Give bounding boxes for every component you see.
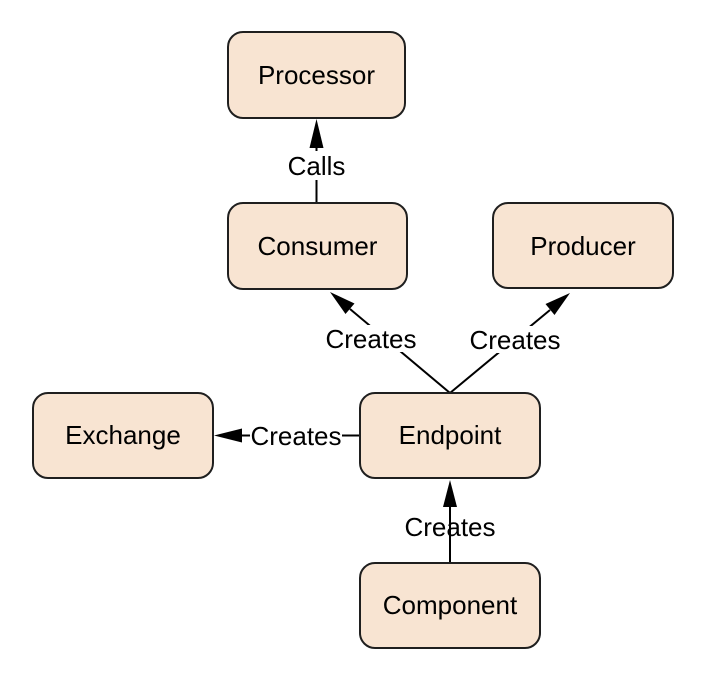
edge-consumer-calls-processor: Calls [283,119,350,203]
edge-label-calls: Calls [288,151,346,181]
edge-label-creates-producer: Creates [469,325,560,355]
node-endpoint-label: Endpoint [399,420,502,450]
node-component: Component [359,562,541,649]
edge-label-mask [283,151,350,180]
node-endpoint: Endpoint [359,392,541,479]
arrowhead-up-icon [443,480,457,507]
node-producer-label: Producer [530,231,636,261]
node-component-label: Component [383,590,518,620]
edge-endpoint-creates-producer: Creates [449,293,570,394]
edge-label-mask [325,325,417,352]
edge-label-creates-exchange: Creates [250,421,341,451]
node-exchange: Exchange [32,392,214,479]
edge-component-creates-endpoint: Creates [404,480,496,563]
arrowhead-up-left-icon [330,292,355,314]
node-endpoint-box [359,392,541,479]
node-exchange-box [32,392,214,479]
node-component-box [359,562,541,649]
node-processor-label: Processor [258,60,375,90]
node-processor: Processor [227,31,406,119]
edge-label-mask [469,326,561,353]
arrowhead-left-icon [214,428,242,443]
node-producer: Producer [492,202,674,289]
edge-endpoint-creates-exchange: Creates [214,421,360,451]
node-consumer-label: Consumer [258,231,378,261]
edge-label-mask [250,422,342,449]
node-consumer: Consumer [227,202,408,290]
node-producer-box [492,202,674,289]
node-consumer-box [227,202,408,290]
arrowhead-up-right-icon [545,293,570,315]
edge-label-creates-consumer: Creates [325,324,416,354]
edge-endpoint-creates-consumer: Creates [325,292,451,394]
arrowhead-up-icon [309,119,324,148]
edge-label-creates-endpoint: Creates [404,512,495,542]
node-exchange-label: Exchange [65,420,181,450]
node-processor-box [227,31,406,119]
